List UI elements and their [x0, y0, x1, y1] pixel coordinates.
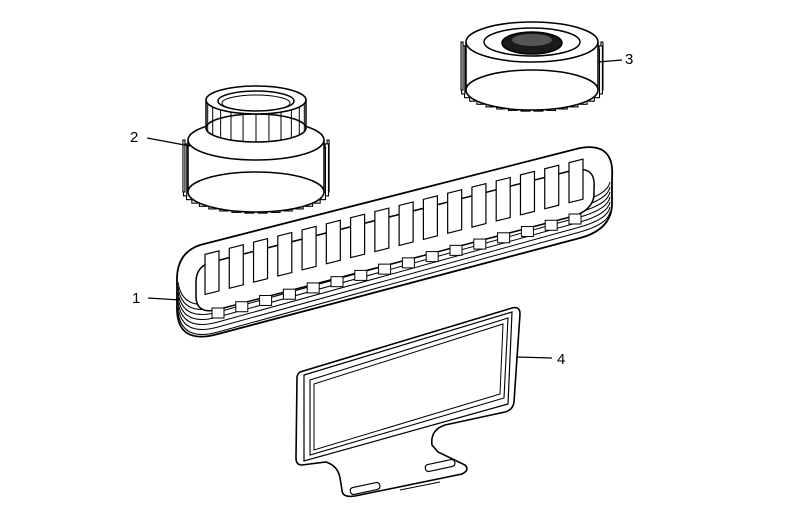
leader-line-2: [146, 137, 191, 147]
callouts: 1 2 3 4: [130, 51, 633, 368]
hub-splines: [205, 100, 307, 142]
drive-sprocket: [182, 85, 330, 214]
callout-1: 1: [132, 290, 140, 307]
callout-4: 4: [557, 351, 565, 368]
callout-3: 3: [625, 51, 633, 68]
chain-links: [204, 158, 584, 319]
drive-chain: [176, 146, 614, 338]
leader-line-1: [147, 297, 181, 301]
driven-sprocket: [460, 21, 604, 112]
leader-line-3: [597, 59, 623, 63]
callout-2: 2: [130, 129, 138, 146]
leader-line-4: [515, 356, 553, 359]
chain-guide: [295, 306, 521, 498]
